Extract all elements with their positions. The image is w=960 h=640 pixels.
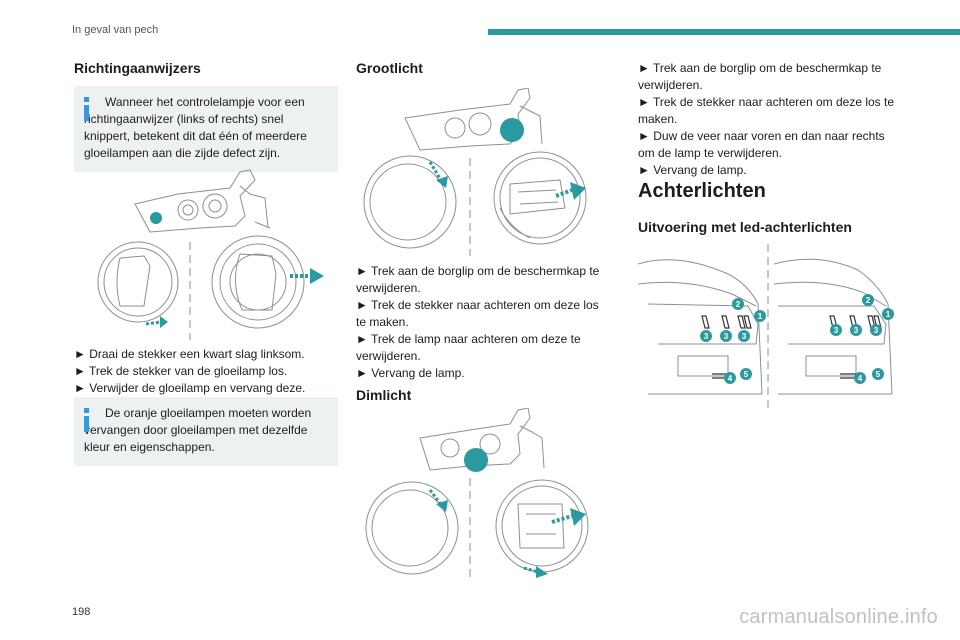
step-item: ► Duw de veer naar voren en dan naar rec… [638, 129, 885, 160]
callout-3: 3 [720, 330, 732, 342]
column-richtingaanwijzers: Richtingaanwijzers Wanneer het controlel… [74, 56, 338, 172]
callout-3: 3 [830, 324, 842, 336]
step-item: ► Vervang de lamp. [638, 163, 747, 177]
callout-3: 3 [738, 330, 750, 342]
svg-text:3: 3 [834, 326, 839, 335]
step-item: ► Vervang de lamp. [356, 366, 465, 380]
info-note-1-text: Wanneer het controlelampje voor een rich… [84, 95, 307, 160]
callout-2: 2 [862, 294, 874, 306]
svg-text:2: 2 [736, 300, 741, 309]
callout-1: 1 [754, 310, 766, 322]
header-accent-bar [488, 29, 960, 35]
page-number: 198 [72, 606, 91, 618]
info-note-2-text: De oranje gloeilampen moeten worden verv… [84, 406, 312, 454]
section-heading-achterlichten: Achterlichten [638, 180, 766, 202]
callout-3: 3 [870, 324, 882, 336]
svg-text:3: 3 [724, 332, 729, 341]
svg-text:1: 1 [886, 310, 891, 319]
illustration-high-beam [363, 88, 587, 256]
illustration-turn-signal [97, 169, 324, 340]
info-icon [84, 408, 89, 432]
info-icon [84, 97, 89, 121]
running-header: In geval van pech [72, 24, 159, 36]
callout-3: 3 [700, 330, 712, 342]
bulb-location-marker [500, 118, 524, 142]
step-item: ► Trek de stekker naar achteren om deze … [638, 95, 895, 126]
info-note-2: De oranje gloeilampen moeten worden verv… [74, 397, 338, 466]
section-title-richtingaanwijzers: Richtingaanwijzers [74, 60, 201, 76]
steps-dimlicht: ► Trek aan de borglip om de beschermkap … [638, 60, 894, 179]
svg-text:5: 5 [876, 370, 881, 379]
illustration-rear-lights: 1 2 3 3 3 4 5 1 2 3 3 3 4 5 [638, 244, 894, 410]
svg-text:4: 4 [728, 374, 733, 383]
svg-text:4: 4 [858, 374, 863, 383]
callout-4: 4 [854, 372, 866, 384]
svg-text:3: 3 [704, 332, 709, 341]
subheading-led-achterlichten: Uitvoering met led-achterlichten [638, 219, 852, 235]
section-title-grootlicht: Grootlicht [356, 60, 423, 76]
svg-text:3: 3 [874, 326, 879, 335]
callout-4: 4 [724, 372, 736, 384]
svg-text:3: 3 [854, 326, 859, 335]
illustration-low-beam [365, 408, 589, 582]
callout-5: 5 [740, 368, 752, 380]
step-item: ► Trek de stekker naar achteren om deze … [356, 298, 599, 329]
bulb-location-marker [464, 448, 488, 472]
step-item: ► Draai de stekker een kwart slag linkso… [74, 347, 305, 361]
svg-text:1: 1 [758, 312, 763, 321]
step-item: ► Verwijder de gloeilamp en vervang deze… [74, 381, 306, 395]
steps-richtingaanwijzers: ► Draai de stekker een kwart slag linkso… [74, 346, 338, 397]
section-title-dimlicht: Dimlicht [356, 387, 412, 403]
step-item: ► Trek de lamp naar achteren om deze te … [356, 332, 581, 363]
callout-2: 2 [732, 298, 744, 310]
step-item: ► Trek de stekker van de gloeilamp los. [74, 364, 288, 378]
watermark: carmanualsonline.info [739, 606, 938, 628]
callout-3: 3 [850, 324, 862, 336]
step-item: ► Trek aan de borglip om de beschermkap … [356, 264, 600, 295]
svg-text:2: 2 [866, 296, 871, 305]
svg-text:5: 5 [744, 370, 749, 379]
step-item: ► Trek aan de borglip om de beschermkap … [638, 61, 882, 92]
info-note-1: Wanneer het controlelampje voor een rich… [74, 86, 338, 172]
callout-5: 5 [872, 368, 884, 380]
callout-1: 1 [882, 308, 894, 320]
bulb-location-marker [150, 212, 162, 224]
svg-text:3: 3 [742, 332, 747, 341]
steps-grootlicht: ► Trek aan de borglip om de beschermkap … [356, 263, 606, 382]
